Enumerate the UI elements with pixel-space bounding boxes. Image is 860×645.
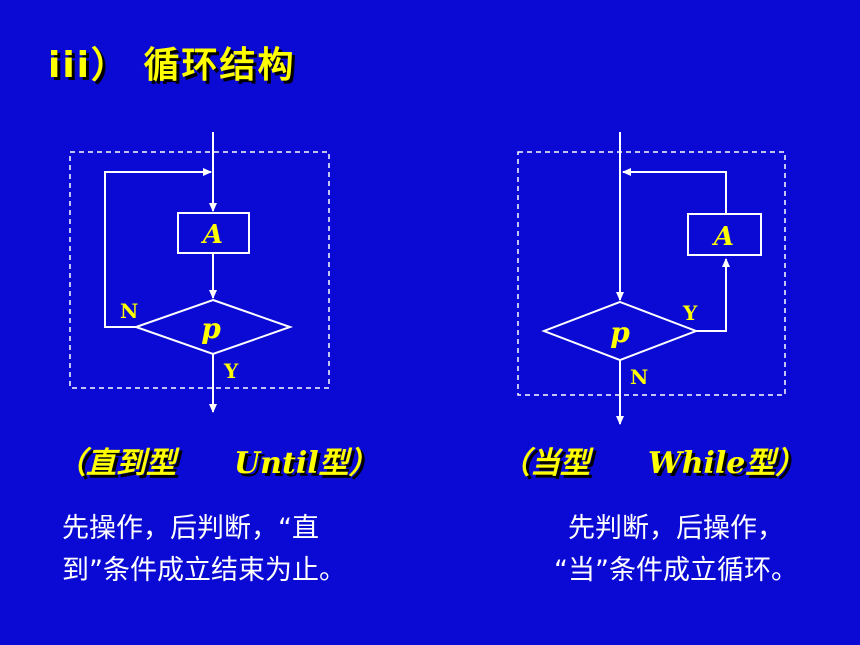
until-description-line1: 先操作，后判断，“直 xyxy=(62,513,319,544)
while-yes-branch-arrow xyxy=(696,258,730,332)
until-process-label: A xyxy=(200,220,223,250)
while-loop-diagram: p Y A N xyxy=(517,132,786,425)
until-loop-back-arrow xyxy=(104,168,212,328)
while-description: 先判断，后操作， “当”条件成立循环。 xyxy=(516,508,836,592)
until-decision-label: p xyxy=(201,312,221,345)
while-dashed-frame xyxy=(517,151,786,396)
until-caption: （直到型 Until型） xyxy=(56,438,379,482)
while-decision-label: p xyxy=(610,316,630,349)
while-no-label: N xyxy=(630,365,648,389)
while-description-line2: “当”条件成立循环。 xyxy=(554,555,798,586)
while-process-label: A xyxy=(711,222,734,252)
while-caption-english: While型） xyxy=(648,446,806,481)
until-caption-english: Until型） xyxy=(234,446,379,481)
until-loop-diagram: A p N Y xyxy=(69,132,330,413)
while-description-line1: 先判断，后操作， xyxy=(568,513,784,544)
until-description: 先操作，后判断，“直 到”条件成立结束为止。 xyxy=(62,508,346,592)
slide-title: ⅰⅰⅰ） 循环结构 xyxy=(48,45,296,86)
until-caption-chinese: （直到型 xyxy=(56,446,176,481)
while-caption: （当型 While型） xyxy=(500,438,805,482)
while-caption-chinese: （当型 xyxy=(500,446,590,481)
until-dashed-frame xyxy=(69,151,330,389)
until-no-label: N xyxy=(120,299,138,323)
while-yes-label: Y xyxy=(682,301,698,325)
until-description-line2: 到”条件成立结束为止。 xyxy=(62,555,346,586)
until-yes-label: Y xyxy=(223,359,239,383)
while-loop-back-arrow xyxy=(622,168,727,214)
while-process-box xyxy=(687,213,762,256)
